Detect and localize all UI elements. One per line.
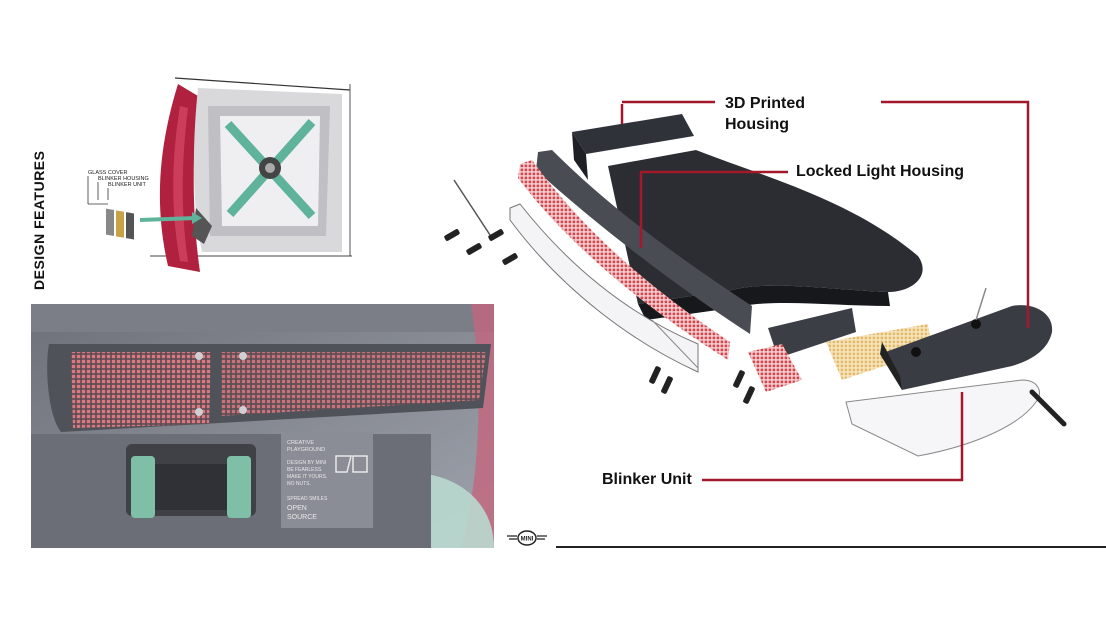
plate-text: SPREAD SMILES xyxy=(287,496,328,502)
side-title: DESIGN FEATURES xyxy=(29,140,49,290)
side-title-text: DESIGN FEATURES xyxy=(31,150,47,290)
screws-center xyxy=(649,366,755,404)
blinker-unit xyxy=(880,305,1053,390)
blinker-lens xyxy=(845,379,1040,457)
plate-text: DESIGN BY MINI xyxy=(287,460,326,466)
brand-text: MINI xyxy=(521,537,534,543)
sketch-label-blinker-housing: BLINKER HOUSING xyxy=(98,176,149,182)
blinker-photo: CREATIVE PLAYGROUND DESIGN BY MINI BE FE… xyxy=(31,304,494,548)
explode-arrow xyxy=(139,216,197,222)
screws-left xyxy=(444,229,518,265)
callout-line: 3D Printed xyxy=(725,95,806,112)
sketch-label-glass-cover: GLASS COVER xyxy=(88,170,127,176)
glass-cover xyxy=(509,203,699,373)
housing-top xyxy=(572,114,694,154)
exploded-diagram xyxy=(444,100,1067,482)
led-strip xyxy=(518,160,730,360)
callout-line: Housing xyxy=(725,116,789,133)
footer-rule xyxy=(556,546,1106,548)
callout-locked-light-housing: Locked Light Housing xyxy=(796,163,964,180)
callout-blinker-unit: Blinker Unit xyxy=(602,471,692,488)
plate-text: SOURCE xyxy=(287,514,317,521)
small-housing xyxy=(768,308,856,358)
design-sketch: GLASS COVER BLINKER HOUSING BLINKER UNIT xyxy=(80,76,354,282)
amber-led xyxy=(826,324,932,380)
mini-logo-icon: MINI xyxy=(507,530,547,546)
plate-text: CREATIVE xyxy=(287,440,314,446)
sketch-label-blinker-unit: BLINKER UNIT xyxy=(108,182,147,188)
small-led xyxy=(748,344,802,392)
plate-text: PLAYGROUND xyxy=(287,447,325,453)
plate-text: BE FEARLESS. xyxy=(287,467,323,473)
callout-3d-printed-housing: 3D Printed Housing xyxy=(725,93,805,135)
plate-text: MAKE IT YOURS. xyxy=(287,474,327,480)
locked-light-housing xyxy=(536,150,752,334)
plate-text: NO NUTS. xyxy=(287,481,311,487)
plate-text: OPEN xyxy=(287,505,307,512)
latch-right xyxy=(227,456,251,518)
latch-left xyxy=(131,456,155,518)
